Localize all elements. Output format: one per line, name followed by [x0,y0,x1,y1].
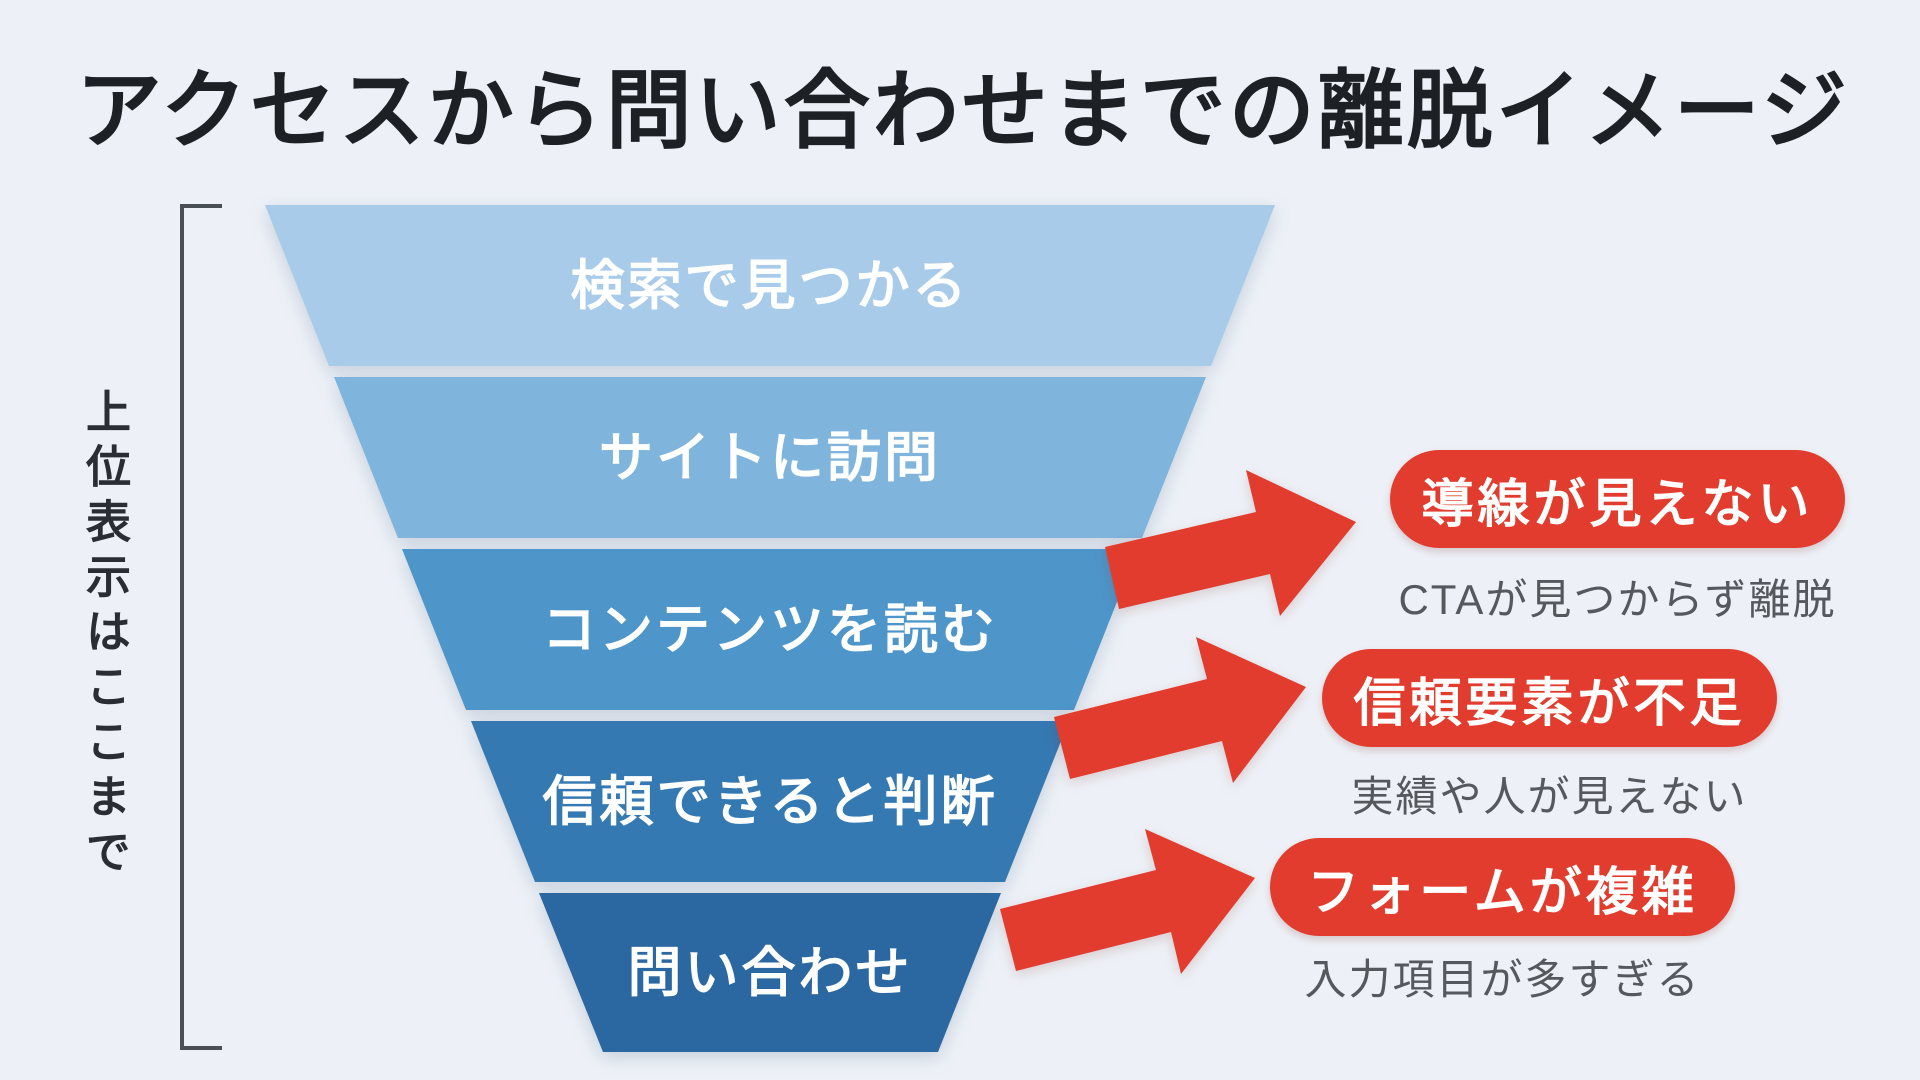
funnel-stage-1-label: 検索で見つかる [571,256,970,316]
top-ranking-range-label: 上位表示はここまで [79,388,130,883]
page-title: アクセスから問い合わせまでの離脱イメージ [76,63,1850,159]
funnel-stage-2-label: サイトに訪問 [599,428,941,488]
funnel-stage-3-label: コンテンツを読む [542,600,998,660]
dropoff-arrow-3-icon [1000,829,1255,974]
dropoff-arrow-2-icon [1054,637,1306,783]
dropoff-badge-3: フォームが複雑 [1270,838,1735,936]
funnel-stage-3 [402,549,1138,710]
range-bracket [180,204,222,1050]
dropoff-arrow-1-icon [1105,470,1356,616]
funnel-stage-4 [471,721,1069,882]
dropoff-arrows [1000,470,1356,974]
funnel-stage-5-label: 問い合わせ [628,943,913,1003]
dropoff-description-2: 実績や人が見えない [1351,773,1748,820]
dropoff-description-1: CTAが見つからず離脱 [1398,576,1837,623]
funnel-stage-4-label: 信頼できると判断 [542,772,998,832]
dropoff-badge-1: 導線が見えない [1390,450,1845,548]
funnel-stages: 検索で見つかる サイトに訪問 コンテンツを読む 信頼できると判断 問い合わせ [265,205,1275,1052]
funnel-stage-2 [334,377,1206,538]
funnel-stage-5 [539,893,1001,1052]
dropoff-badge-2: 信頼要素が不足 [1322,649,1777,747]
funnel-stage-1 [265,205,1275,366]
dropoff-description-3: 入力項目が多すぎる [1304,956,1701,1003]
